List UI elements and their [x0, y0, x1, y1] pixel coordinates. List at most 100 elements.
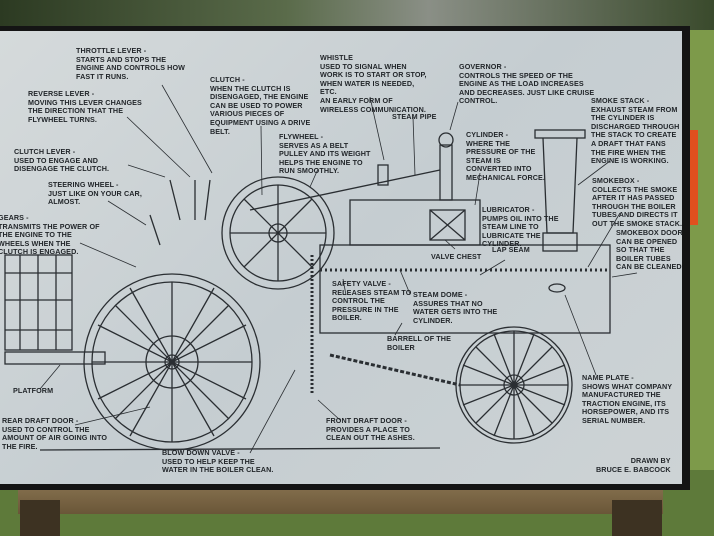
label-line: CLUTCH IS ENGAGED.	[0, 247, 79, 257]
label-title: SMOKEBOX DOOR -	[616, 228, 682, 237]
front-wheel	[455, 326, 573, 444]
platform-shape	[4, 351, 106, 365]
levers	[149, 179, 211, 246]
label-line: ALMOST.	[48, 197, 81, 207]
label-line: DISENGAGE THE CLUTCH.	[14, 164, 110, 174]
label-line: DISENGAGED, THE ENGINE	[210, 92, 309, 102]
label-line: THE FIRE WHEN THE	[591, 147, 666, 157]
label-line: THE STACK TO CREATE	[591, 130, 677, 140]
label-line: THE ENGINE TO THE	[0, 230, 72, 240]
label-line: ASSURES THAT NO	[413, 298, 483, 308]
label-line: ENGINE AS THE LOAD INCREASES	[459, 79, 584, 89]
label-line: JUST LIKE ON YOUR CAR,	[48, 188, 142, 198]
label-line: STEAM LINE TO	[482, 222, 539, 232]
label-line: SERIAL NUMBER.	[582, 415, 646, 425]
label-line: CAN BE OPENED	[616, 236, 678, 246]
label-line: SERVES AS A BELT	[279, 140, 349, 150]
label-line: MECHANICAL FORCE.	[466, 172, 546, 182]
cylinder-assembly	[349, 132, 481, 246]
label-line: THE FIRE.	[2, 441, 38, 451]
label-line: HELPS THE ENGINE TO	[279, 157, 363, 167]
label-title: REVERSE LEVER -	[28, 89, 95, 98]
label-title: FRONT DRAFT DOOR -	[326, 416, 407, 425]
label-line: RUN SMOOTHLY.	[279, 166, 340, 176]
label-line: ETC.	[320, 87, 337, 97]
label-line: CONTROL THE	[332, 296, 385, 306]
label-line: WHERE THE	[466, 138, 511, 148]
label-line: PRESSURE IN THE	[332, 304, 399, 314]
label-line: USED TO ENGAGE AND	[14, 155, 99, 165]
label-line: WATER IN THE BOILER CLEAN.	[162, 465, 274, 475]
label-title: GOVERNOR -	[459, 62, 507, 71]
drive-chain	[329, 353, 461, 387]
label-line: USED TO HELP KEEP THE	[162, 456, 255, 466]
label-line: CONVERTED INTO	[466, 164, 532, 174]
label-line: ENGINE AND CONTROLS HOW	[76, 63, 186, 73]
label-line: BOILER	[387, 342, 415, 352]
label-reverse-lever: REVERSE LEVER -MOVING THIS LEVER CHANGES…	[28, 89, 142, 124]
label-line: PRESSURE OF THE	[466, 147, 536, 157]
label-title: CLUTCH LEVER -	[14, 147, 76, 156]
sign-leg-right	[612, 500, 662, 536]
rear-wheel	[83, 273, 261, 451]
smoke-stack	[534, 129, 586, 252]
label-line: SHOWS WHAT COMPANY	[582, 381, 673, 391]
flywheel-shape	[221, 176, 335, 290]
label-line: ENGINE IS WORKING.	[591, 156, 669, 166]
label-line: PULLEY AND ITS WEIGHT	[279, 149, 371, 159]
label-title: STEAM DOME -	[413, 290, 468, 299]
background-grass-right	[686, 30, 714, 480]
label-line: WHEN WATER IS NEEDED,	[320, 78, 415, 88]
label-line: STARTS AND STOPS THE	[76, 54, 167, 64]
label-line: CYLINDER.	[413, 315, 453, 325]
sign-leg-left	[20, 500, 60, 536]
label-title: SMOKE STACK -	[591, 96, 650, 105]
label-line: PUMPS OIL INTO THE	[482, 213, 559, 223]
label-line: CLEAN OUT THE ASHES.	[326, 433, 415, 443]
label-line: A DRAFT THAT FANS	[591, 138, 666, 148]
label-line: EQUIPMENT USING A DRIVE	[210, 117, 311, 127]
label-line: CYLINDER.	[482, 239, 522, 249]
label-line: COLLECTS THE SMOKE	[592, 184, 678, 194]
label-title: LAP SEAM	[492, 245, 530, 254]
label-title: VALVE CHEST	[431, 252, 482, 261]
label-line: AFTER IT HAS PASSED	[592, 193, 675, 203]
label-line: VARIOUS PIECES OF	[210, 109, 285, 119]
label-line: TRANSMITS THE POWER OF	[0, 221, 100, 231]
label-line: WHEELS WHEN THE	[0, 238, 71, 248]
label-line: BRUCE E. BABCOCK	[596, 464, 671, 474]
label-line: MANUFACTURED THE	[582, 390, 661, 400]
label-line: STEAM IS	[466, 155, 501, 165]
label-line: WATER GETS INTO THE	[413, 307, 498, 317]
drive-rod	[249, 169, 441, 211]
label-line: AND DECREASES. JUST LIKE CRUISE	[459, 87, 595, 97]
label-line: BOILER.	[332, 313, 362, 323]
label-line: THROUGH THE BOILER	[592, 201, 676, 211]
label-title: PLATFORM	[13, 386, 54, 395]
label-line: WIRELESS COMMUNICATION.	[320, 104, 426, 114]
label-line: EXHAUST STEAM FROM	[591, 104, 678, 114]
label-line: MOVING THIS LEVER CHANGES	[28, 97, 142, 107]
label-title: BLOW DOWN VALVE -	[162, 448, 240, 457]
label-line: DISCHARGED THROUGH	[591, 121, 680, 131]
label-line: THE DIRECTION THAT THE	[28, 106, 124, 116]
label-line: TUBES AND DIRECTS IT	[592, 210, 678, 220]
label-title: THROTTLE LEVER -	[76, 46, 147, 55]
label-title: LUBRICATOR -	[482, 205, 535, 214]
label-line: USED TO SIGNAL WHEN	[320, 61, 407, 71]
